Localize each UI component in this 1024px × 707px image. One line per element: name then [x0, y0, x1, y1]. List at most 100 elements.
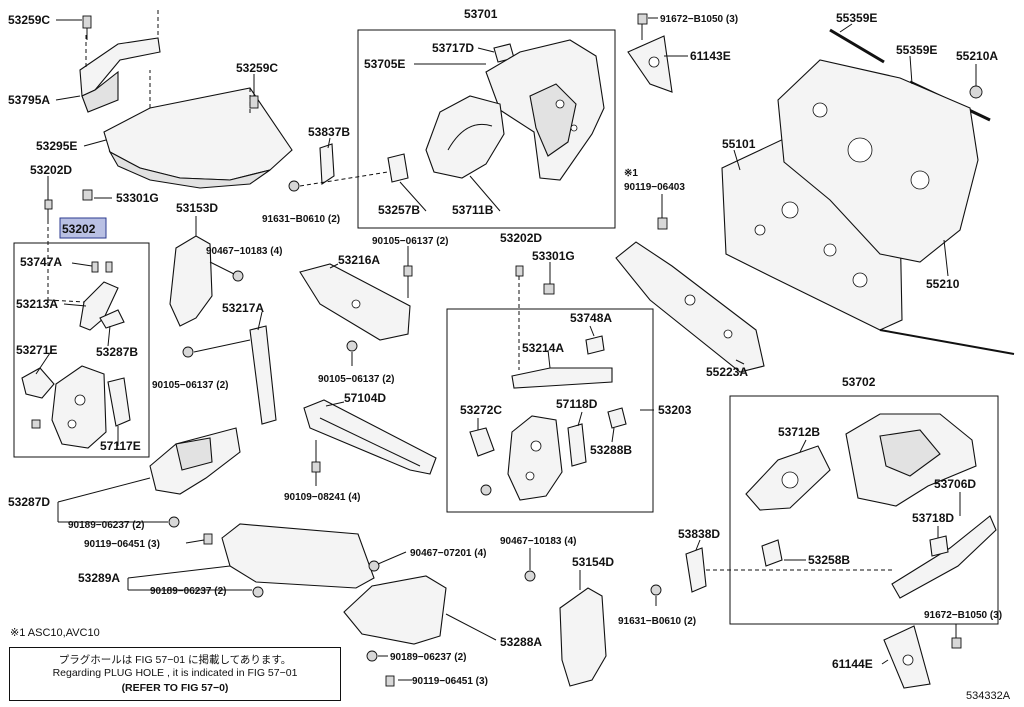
- label-55223a: 55223A: [706, 365, 748, 379]
- label-90105-a: 90105−06137 (2): [152, 380, 228, 391]
- bracket-53837b: [319, 143, 335, 185]
- label-53257b: 53257B: [378, 203, 420, 217]
- label-53301g-a: 53301G: [116, 191, 159, 205]
- group-box-53702: [729, 395, 999, 625]
- brace-53217a: [249, 325, 277, 425]
- label-55210a: 55210A: [956, 49, 998, 63]
- bolt-90189-a: [168, 516, 180, 528]
- wheelhouse-53712b: [745, 445, 831, 511]
- label-90119-b: 90119−06403: [624, 182, 685, 193]
- label-53706d: 53706D: [934, 477, 976, 491]
- label-53702: 53702: [842, 375, 876, 389]
- label-53272c: 53272C: [460, 403, 502, 417]
- label-53203: 53203: [658, 403, 692, 417]
- bolt-90119-c: [385, 675, 395, 687]
- note-box: プラグホールは FIG 57−01 に掲載してあります。 Regarding P…: [9, 647, 341, 701]
- label-53213a: 53213A: [16, 297, 58, 311]
- label-53747a: 53747A: [20, 255, 62, 269]
- apron-53706d: [891, 515, 997, 599]
- note-line-ref: (REFER TO FIG 57−0): [121, 682, 229, 694]
- label-57118d: 57118D: [556, 397, 598, 411]
- panel-53203: [480, 415, 563, 501]
- label-90467-c: 90467−10183 (4): [500, 536, 576, 547]
- label-91672-b: 91672−B1050 (3): [924, 610, 1002, 621]
- bolt-90467-a: [209, 261, 244, 282]
- label-53202d-b: 53202D: [500, 231, 542, 245]
- bolt-90119-b: [657, 217, 668, 230]
- reinforcement-55223a: [615, 241, 765, 373]
- footnote: ※1 ASC10,AVC10: [10, 627, 100, 639]
- label-53711b: 53711B: [452, 203, 494, 217]
- label-91631-a: 91631−B0610 (2): [262, 214, 340, 225]
- cover-53289a: [221, 523, 375, 589]
- label-53301g-b: 53301G: [532, 249, 575, 263]
- label-53214a: 53214A: [522, 341, 564, 355]
- apron-53705e: [485, 39, 605, 181]
- label-90189-b: 90189−06237 (2): [150, 586, 226, 597]
- label-53718d: 53718D: [912, 511, 954, 525]
- dash-panel-55101: [721, 135, 903, 331]
- bracket-53288b: [607, 407, 627, 429]
- label-90467-b: 90467−07201 (4): [410, 548, 486, 559]
- leader-lines: [35, 17, 977, 681]
- group-box-53701: [357, 29, 616, 229]
- label-91672-a: 91672−B1050 (3): [660, 14, 738, 25]
- label-53289a: 53289A: [78, 571, 120, 585]
- label-53287b: 53287B: [96, 345, 138, 359]
- label-53259c-b: 53259C: [236, 61, 278, 75]
- clip-55210a: [969, 85, 983, 99]
- label-53202d-a: 53202D: [30, 163, 72, 177]
- cover-53795a: [79, 10, 161, 113]
- note-line-en: Regarding PLUG HOLE , it is indicated in…: [52, 667, 298, 679]
- bracket-53258b: [706, 539, 892, 571]
- bolt-53202d-b: [515, 265, 524, 370]
- label-91631-b: 91631−B0610 (2): [618, 616, 696, 627]
- label-53288b: 53288B: [590, 443, 632, 457]
- bolt-91631-a: [288, 171, 389, 192]
- panel-57117e: [107, 377, 131, 427]
- cover-53288a: [343, 575, 447, 645]
- label-90119-c: 90119−06451 (3): [412, 676, 488, 687]
- label-55210: 55210: [926, 277, 960, 291]
- bolt-90105-c: [346, 340, 358, 352]
- bolt-90189-b: [252, 586, 264, 598]
- label-53295e: 53295E: [36, 139, 77, 153]
- bolt-90105-b: [403, 265, 413, 298]
- bolt-90467-c: [524, 570, 536, 582]
- label-53795a: 53795A: [8, 93, 50, 107]
- apron-53702: [845, 413, 977, 507]
- label-55101: 55101: [722, 137, 756, 151]
- clip-53259c-mid: [249, 84, 259, 109]
- label-53748a: 53748A: [570, 311, 612, 325]
- note-line-jp: プラグホールは FIG 57−01 に掲載してあります。: [58, 654, 292, 666]
- label-53258b: 53258B: [808, 553, 850, 567]
- bracket-53287b: [99, 309, 125, 329]
- support-53216a: [299, 263, 411, 341]
- bracket-53154d: [559, 587, 607, 687]
- label-61144e: 61144E: [832, 657, 873, 671]
- label-53705e: 53705E: [364, 57, 405, 71]
- clip-53301g: [82, 189, 93, 201]
- label-53701: 53701: [464, 7, 498, 21]
- bolt-90109: [311, 440, 321, 473]
- group-box-53202: [13, 242, 150, 458]
- brace-61143e: [627, 13, 673, 93]
- label-53287d: 53287D: [8, 495, 50, 509]
- bracket-53153d: [169, 235, 213, 327]
- support-57104d: [303, 399, 437, 475]
- bracket-53257b: [387, 153, 409, 183]
- label-90119-a: 90119−06451 (3): [84, 539, 160, 550]
- wheelhouse-53711b: [425, 95, 505, 179]
- label-53216a: 53216A: [338, 253, 380, 267]
- label-61143e: 61143E: [690, 49, 731, 63]
- panel-57118d: [567, 423, 587, 467]
- label-53288a: 53288A: [500, 635, 542, 649]
- label-53717d: 53717D: [432, 41, 474, 55]
- label-53259c-a: 53259C: [8, 13, 50, 27]
- bolt-90189-c: [366, 650, 378, 662]
- insulator-55210: [777, 59, 979, 263]
- label-90467-a: 90467−10183 (4): [206, 246, 282, 257]
- label-53217a: 53217A: [222, 301, 264, 315]
- label-90189-c: 90189−06237 (2): [390, 652, 466, 663]
